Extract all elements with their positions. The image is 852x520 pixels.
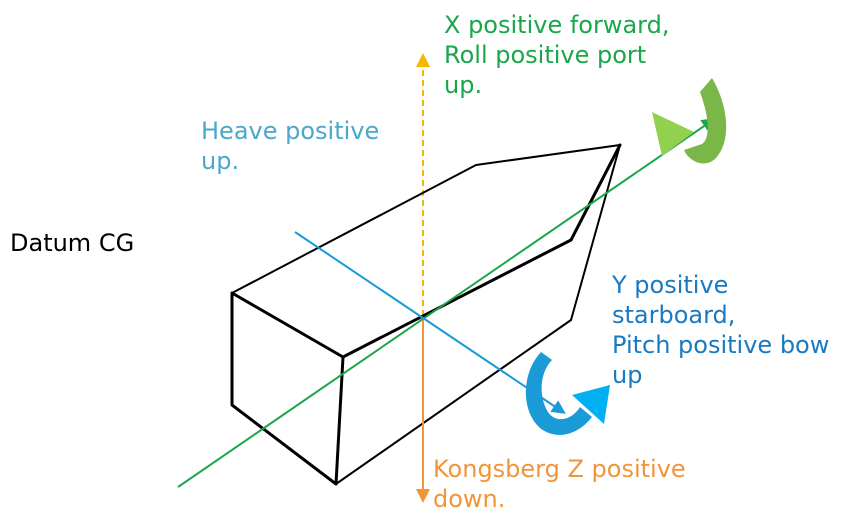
y-axis-label-line2: starboard, — [612, 301, 736, 329]
kongsberg-z-label-line2: down. — [433, 485, 506, 513]
y-axis-label-line3: Pitch positive bow — [612, 331, 830, 359]
y-axis-line — [294, 231, 566, 414]
x-axis-label: X positive forward, Roll positive port u… — [444, 10, 669, 100]
heave-label-line1: Heave positive — [201, 117, 380, 145]
x-axis-line — [177, 118, 716, 488]
hull-wireframe — [230, 143, 622, 486]
kongsberg-z-label-box: Kongsberg Z positive down. — [433, 454, 733, 520]
hull-keel-line — [335, 319, 572, 485]
x-axis-label-line2: Roll positive port — [444, 41, 647, 69]
y-axis-label: Y positive starboard, Pitch positive bow… — [612, 270, 829, 390]
y-axis-label-box: Y positive starboard, Pitch positive bow… — [612, 270, 852, 412]
y-axis-label-line4: up — [612, 361, 643, 389]
x-axis-label-line3: up. — [444, 71, 483, 99]
datum-cg-label: Datum CG — [10, 228, 134, 258]
x-axis-label-line1: X positive forward, — [444, 11, 670, 39]
pitch-rotation-icon — [525, 352, 610, 435]
roll-rotation-icon — [652, 78, 727, 164]
hull-stern-face — [230, 291, 345, 486]
kongsberg-z-label-line1: Kongsberg Z positive — [433, 455, 686, 483]
kongsberg-z-label: Kongsberg Z positive down. — [433, 454, 686, 514]
datum-cg-label-line1: Datum CG — [10, 229, 135, 257]
y-axis-label-line1: Y positive — [612, 271, 729, 299]
hull-port-chine — [341, 238, 573, 359]
heave-label: Heave positive up. — [201, 116, 379, 176]
heave-label-line2: up. — [201, 147, 240, 175]
heave-label-box: Heave positive up. — [201, 116, 401, 183]
hull-bow-stem — [569, 143, 622, 242]
hull-top-edge — [231, 144, 621, 294]
hull-bow-bottom — [570, 144, 621, 321]
